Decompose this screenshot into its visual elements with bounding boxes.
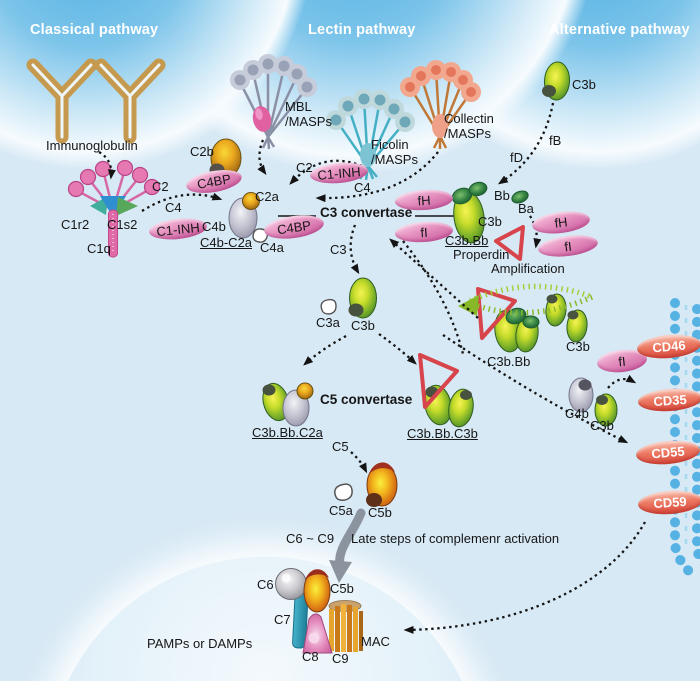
c3b-bb-c3b-label: C3b.Bb.C3b: [407, 426, 478, 441]
c1r2-label: C1r2: [61, 217, 90, 232]
c1s2-label: C1s2: [107, 217, 138, 232]
classical-pathway-header: Classical pathway: [30, 22, 159, 38]
late-steps-arrow-icon: [329, 508, 366, 583]
c3b-right-label: C3b: [590, 418, 614, 433]
c7-label: C7: [274, 612, 291, 627]
arrow-collectin-left: [315, 151, 439, 203]
c6-label: C6: [257, 577, 274, 592]
c4a-label: C4a: [260, 240, 284, 255]
arrow-fb-fd: [497, 102, 555, 185]
c4b-c2a-complex: [228, 192, 260, 239]
c5-label: C5: [332, 439, 349, 454]
alternative-pathway-header: Alternative pathway: [549, 22, 690, 38]
c4b-label: C4b: [202, 219, 226, 234]
arrow-mbl-down: [257, 139, 267, 176]
pathway-arrows: [98, 102, 647, 634]
lectin-pathway-header: Lectin pathway: [308, 22, 416, 38]
amplification-label: Amplification: [491, 261, 565, 276]
c4b-right-blob: [568, 377, 594, 413]
collectin-masps-tree-icon: [400, 60, 481, 149]
cd35-pill: CD35: [637, 386, 700, 414]
properdin-label: Properdin: [453, 247, 510, 262]
c3b-bb-1-label: C3b.Bb: [445, 233, 489, 248]
ba-fragment: [511, 190, 529, 204]
arrow-c3b-to-c5conv-right: [378, 333, 417, 365]
arrow-to-cd55: [442, 334, 629, 444]
c3b-right-blob: [594, 393, 618, 427]
c5b-mac-label: C5b: [330, 581, 354, 596]
c5b-blob: [366, 462, 398, 507]
late-steps-label: Late steps of complemenr activation: [351, 531, 560, 546]
c1-inh-pill-1: C1-INH: [148, 216, 208, 242]
c4-classical-label: C4: [165, 200, 182, 215]
mac-label: MAC: [361, 634, 390, 649]
cd46-pill: CD46: [636, 332, 700, 361]
c3b-top-label: C3b: [572, 77, 596, 92]
c4-lectin-label: C4: [354, 180, 371, 195]
c5-convertase-label: C5 convertase: [320, 392, 413, 407]
c3b-bb-c2a-complex: [262, 382, 314, 427]
c3b-mid-blob: [348, 277, 377, 319]
c9-barrel: [329, 604, 363, 652]
c2a-label: C2a: [255, 189, 279, 204]
arrow-amp-to-convertase: [389, 238, 479, 319]
c9-label: C9: [332, 651, 349, 666]
fh-pill-2: fH: [530, 208, 592, 237]
pamps-damps-label: PAMPs or DAMPs: [147, 636, 253, 651]
collectin-masps-label: Collectin /MASPs: [444, 111, 494, 141]
c3-convertase-label: C3 convertase: [320, 205, 413, 220]
properdin-triangle-icon: [418, 225, 525, 409]
amplification-c3b-bb-complex: [494, 307, 540, 353]
c3b-loose-label: C3b: [566, 339, 590, 354]
mbl-masps-label: MBL /MASPs: [285, 99, 332, 129]
cd55-pill: CD55: [635, 438, 700, 467]
c3b-alt-label: C3b: [478, 214, 502, 229]
immunoglobulin-label: Immunoglobulin: [46, 138, 138, 153]
bb-label: Bb: [494, 188, 510, 203]
c3a-fragment: [320, 298, 337, 315]
c3a-label: C3a: [316, 315, 340, 330]
c2b-label: C2b: [190, 144, 214, 159]
c1-complex-icon: [67, 159, 161, 258]
c4b-right-label: C4b: [565, 406, 589, 421]
c1q-label: C1q: [87, 241, 111, 256]
c4b-c2a-label: C4b-C2a: [200, 235, 253, 250]
ba-label: Ba: [518, 201, 534, 216]
c3b-bb-2-label: C3b.Bb: [487, 354, 531, 369]
c3b-loose-blobs: [545, 293, 588, 343]
ficolin-masps-label: Ficolin /MASPs: [371, 137, 418, 167]
c3b-bb-alt-convertase: [451, 181, 488, 244]
arrow-c1-to-c4b: [141, 192, 223, 212]
arrow-membrane-to-mac: [403, 521, 647, 634]
mbl-masps-tree-icon: [230, 54, 317, 150]
c2-lectin-label: C2: [296, 160, 313, 175]
c3-label: C3: [330, 242, 347, 257]
cd59-pill: CD59: [637, 488, 700, 517]
mac-complex-icon: [275, 568, 363, 654]
c8-label: C8: [302, 649, 319, 664]
fb-label: fB: [549, 133, 562, 148]
c5b-label: C5b: [368, 505, 392, 520]
c4bp-pill-1: C4BP: [184, 166, 244, 197]
arrow-c5-to-c5b: [350, 451, 368, 474]
c3b-top-blob: [542, 61, 571, 101]
c5a-fragment: [334, 483, 353, 501]
c4bp-pill-2: C4BP: [262, 211, 326, 243]
fd-label: fD: [510, 150, 523, 165]
c6-c9-label: C6 ~ C9: [286, 531, 335, 546]
immunoglobulin-antibody-icon: [26, 58, 166, 144]
arrow-c3-to-c3b: [349, 224, 360, 275]
arrow-c3b-to-c5conv-left: [303, 334, 347, 366]
c3b-bb-c2a-label: C3b.Bb.C2a: [252, 425, 323, 440]
amplification-loop-icon: [458, 283, 594, 316]
arrow-convertase-to-c3bbbc3b: [402, 240, 465, 355]
c2-classical-label: C2: [152, 179, 169, 194]
c5a-label: C5a: [329, 503, 353, 518]
c3b-mid-label: C3b: [351, 318, 375, 333]
fi-pill-2: fI: [537, 232, 599, 260]
